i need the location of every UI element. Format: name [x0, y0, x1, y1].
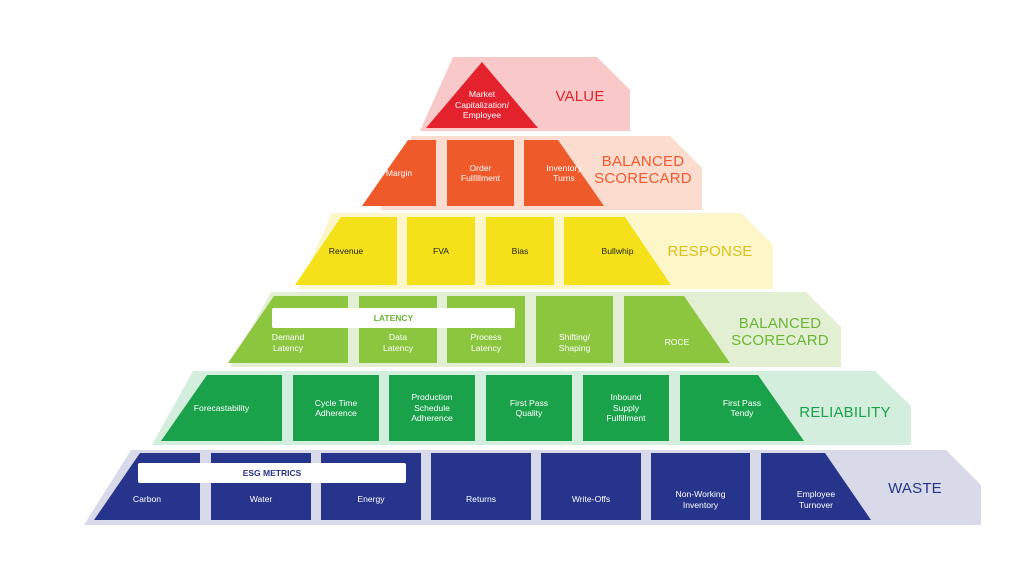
- kpi-cell: [651, 453, 750, 520]
- kpi-cell-label: Inbound Supply Fulfillment: [606, 392, 646, 424]
- kpi-cell-label: Order Fulfillment: [460, 162, 501, 184]
- kpi-cell: [761, 453, 871, 520]
- kpi-cell: [447, 140, 514, 206]
- kpi-cell: [362, 140, 436, 206]
- kpi-cell: [407, 217, 475, 285]
- kpi-cell-label: Bias: [511, 245, 529, 256]
- kpi-cell-label: Shifting/ Shaping: [558, 332, 591, 353]
- kpi-cell-label: Market Capitalization/ Employee: [455, 89, 509, 121]
- kpi-cell-label: Inventory Turns: [546, 162, 582, 184]
- kpi-cell-label: Revenue: [328, 245, 364, 256]
- kpi-cell-label: Forecastability: [193, 402, 250, 413]
- tier-title-balanced-scorecard-bottom: BALANCED SCORECARD: [731, 315, 829, 349]
- kpi-cell-label: Returns: [465, 494, 497, 505]
- kpi-cell: [541, 453, 641, 520]
- kpi-cell: [680, 375, 804, 441]
- kpi-cell-label: Write-Offs: [571, 494, 611, 505]
- kpi-cell-label: Employee Turnover: [796, 489, 836, 510]
- kpi-cell: [583, 375, 669, 441]
- kpi-cell-label: Margin: [385, 167, 413, 178]
- kpi-cell: [564, 217, 671, 285]
- kpi-cell-label: Water: [249, 494, 273, 505]
- tier-title-waste: WASTE: [888, 480, 942, 497]
- kpi-cell: [486, 375, 572, 441]
- tier-title-balanced-scorecard-top: BALANCED SCORECARD: [594, 153, 692, 187]
- latency-banner: LATENCY: [272, 308, 515, 328]
- kpi-cell-label: Production Schedule Adherence: [411, 392, 453, 424]
- kpi-cell: [524, 140, 604, 206]
- kpi-cell-label: Demand Latency: [271, 332, 305, 353]
- esg-metrics-banner: ESG METRICS: [138, 463, 406, 483]
- kpi-cell-label: ROCE: [664, 337, 690, 348]
- kpi-cell: [426, 62, 538, 128]
- kpi-cell-label: Cycle Time Adherence: [314, 397, 358, 419]
- kpi-cell-label: Energy: [357, 494, 385, 505]
- kpi-cell-label: FVA: [432, 245, 450, 256]
- kpi-cell: [389, 375, 475, 441]
- kpi-cell-label: First Pass Tendy: [722, 397, 762, 419]
- kpi-cell: [161, 375, 282, 441]
- kpi-cell-label: Data Latency: [382, 332, 414, 353]
- kpi-cell: [293, 375, 379, 441]
- kpi-cell-label: Bullwhip: [601, 245, 634, 256]
- kpi-cell: [431, 453, 531, 520]
- tier-title-reliability: RELIABILITY: [799, 404, 891, 421]
- tier-title-value: VALUE: [555, 88, 605, 105]
- kpi-cell: [486, 217, 554, 285]
- kpi-cell: [536, 296, 613, 363]
- kpi-cell-label: First Pass Quality: [509, 397, 549, 419]
- kpi-cell: [624, 296, 730, 363]
- kpi-cell: [295, 217, 397, 285]
- tier-title-response: RESPONSE: [667, 243, 753, 260]
- kpi-cell-label: Process Latency: [470, 332, 502, 353]
- kpi-cell-label: Carbon: [132, 494, 162, 505]
- kpi-cell-label: Non-Working Inventory: [675, 489, 726, 510]
